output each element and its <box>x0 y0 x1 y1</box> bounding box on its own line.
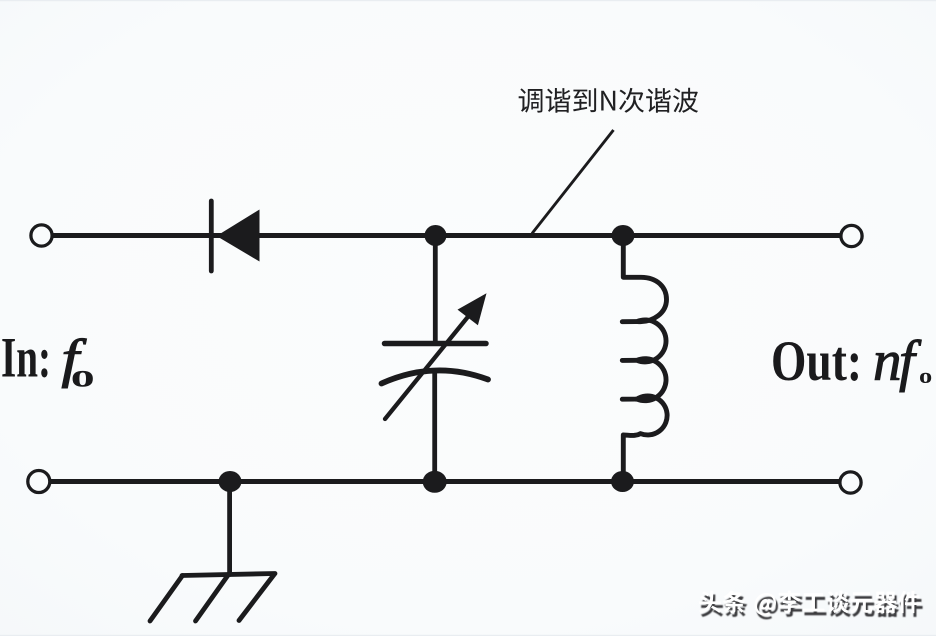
svg-text:Out:: Out: <box>771 330 862 393</box>
svg-text:In:: In: <box>1 327 51 390</box>
svg-text:n: n <box>873 330 902 393</box>
svg-text:o: o <box>919 364 932 388</box>
svg-text:o: o <box>71 357 95 394</box>
